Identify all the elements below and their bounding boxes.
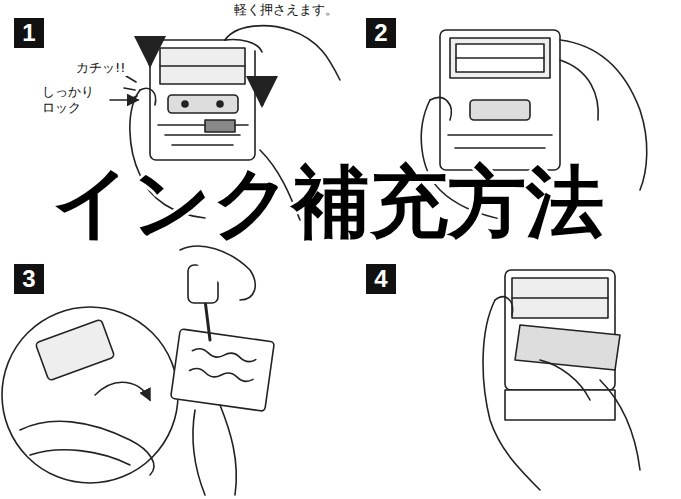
stamp-figure-4 <box>483 270 640 490</box>
annotation-text: しっかり ロック <box>40 84 108 115</box>
title: インク補充方法 <box>52 160 604 246</box>
annotation-text: 軽く押さえます。 <box>232 2 340 18</box>
callout-number: 1 <box>14 18 44 48</box>
annotation-text: カチッ!! <box>74 60 127 76</box>
callout-number: 3 <box>14 264 44 294</box>
callout-number: 4 <box>366 264 396 294</box>
callout-number: 2 <box>366 18 396 48</box>
ink-refill-figure <box>2 246 274 495</box>
